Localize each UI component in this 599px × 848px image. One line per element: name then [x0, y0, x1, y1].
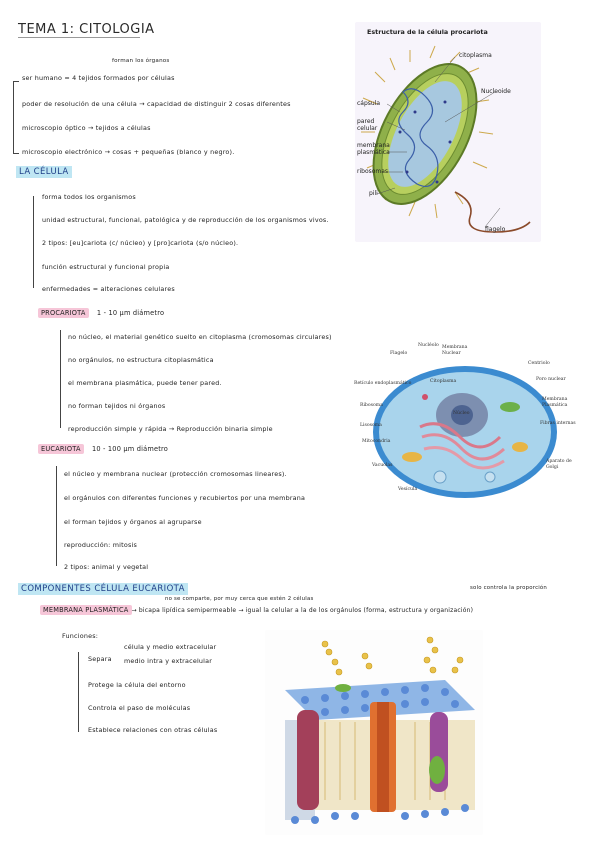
la-celula-bracket	[33, 196, 34, 288]
intro-line-3: microscopio óptico → tejidos a células	[22, 124, 151, 132]
eucariota-bracket	[56, 466, 57, 566]
label-membrana: membrana plasmática	[357, 142, 390, 156]
page-title: TEMA 1: CITOLOGIA	[18, 22, 155, 37]
label-fibras: Fibras internas	[540, 421, 576, 426]
label-centriolo: Centriolo	[528, 361, 550, 366]
eucariota-line-4: reproducción: mitosis	[64, 541, 137, 549]
procariota-line-3: el membrana plasmática, puede tener pare…	[68, 379, 222, 387]
funcion-2: Controla el paso de moléculas	[88, 704, 191, 712]
label-vesicula: Vesícula	[398, 487, 418, 492]
eucariota-line-2: el orgánulos con diferentes funciones y …	[64, 494, 306, 502]
procariota-line-4: no forman tejidos ni órganos	[68, 402, 166, 410]
funcion-1: Protege la célula del entorno	[88, 681, 186, 689]
celula-line-5: enfermedades = alteraciones celulares	[42, 285, 175, 293]
intro-note: forman los órganos	[112, 58, 170, 64]
membrana-note-right: solo controla la proporción	[470, 585, 548, 591]
celula-line-2: unidad estructural, funcional, patológic…	[42, 216, 329, 224]
label-capsula: cápsula	[357, 100, 381, 107]
membrana-note-top: no se comparte, por muy cerca que estén …	[165, 596, 314, 602]
procariota-figure-title: Estructura de la célula procariota	[367, 28, 488, 36]
separa-label: Separa	[88, 655, 112, 663]
label-nucleo: Núcleo	[453, 411, 470, 416]
label-nucleoide: Nucleoide	[481, 88, 511, 95]
celula-line-3: 2 tipos: [eu]cariota (c/ núcleo) y [pro]…	[42, 239, 239, 247]
label-ribosoma: Ribosoma	[360, 403, 383, 408]
label-pili: pili	[369, 190, 378, 197]
celula-line-4: función estructural y funcional propia	[42, 263, 170, 271]
eucariota-figure: Nucléolo Membrana Nuclear Flagelo Centri…	[350, 337, 580, 507]
label-membrana-plasmatica: Membrana Plasmática	[542, 397, 568, 408]
label-ribosomas: ribosomas	[357, 168, 389, 175]
procariota-line-1: no núcleo, el material genético suelto e…	[68, 333, 332, 341]
eucariota-line-5: 2 tipos: animal y vegetal	[64, 563, 149, 571]
separa-a: célula y medio extracelular	[124, 643, 217, 651]
procariota-heading: PROCARIOTA 1 - 10 μm diámetro	[38, 308, 164, 318]
eucariota-heading: EUCARIOTA 10 - 100 μm diámetro	[38, 444, 168, 454]
membrana-line: MEMBRANA PLASMÁTICA→ bicapa lipídica sem…	[40, 605, 473, 615]
animal-cell-illustration	[373, 366, 557, 498]
membrane-figure	[265, 630, 483, 835]
intro-bracket	[13, 81, 14, 153]
label-pared: pared celular	[357, 118, 378, 132]
funciones-bracket	[78, 652, 79, 732]
label-nucleolo: Nucléolo	[418, 343, 439, 348]
label-citoplasma-euc: Citoplasma	[430, 379, 457, 384]
componentes-heading: COMPONENTES CÉLULA EUCARIOTA	[18, 583, 188, 595]
label-mitocondria: Mitocondria	[362, 439, 391, 444]
label-golgi: Aparato de Golgi	[546, 459, 572, 470]
label-lisosoma: Lisosoma	[360, 423, 382, 428]
celula-line-1: forma todos los organismos	[42, 193, 136, 201]
label-poro-nuclear: Poro nuclear	[536, 377, 566, 382]
funcion-3: Establece relaciones con otras células	[88, 726, 218, 734]
label-vacuolas: Vacuolas	[372, 463, 393, 468]
title-underline	[18, 37, 140, 38]
la-celula-heading: LA CÉLULA	[16, 166, 72, 178]
separa-b: medio intra y extracelular	[124, 657, 213, 665]
label-reticulo: Retículo endoplasmático	[354, 381, 412, 386]
eucariota-line-3: el forman tejidos y órganos al agruparse	[64, 518, 202, 526]
procariota-line-2: no orgánulos, no estructura citoplasmáti…	[68, 356, 214, 364]
procariota-line-5: reproducción simple y rápida → Reproducc…	[68, 425, 273, 433]
label-flagelo: flagelo	[485, 226, 506, 233]
bacterium-illustration	[361, 45, 531, 233]
procariota-bracket	[60, 330, 61, 428]
funciones-title: Funciones:	[62, 632, 99, 640]
intro-line-1: ser humano = 4 tejidos formados por célu…	[22, 74, 175, 82]
label-membrana-nuclear: Membrana Nuclear	[442, 345, 468, 356]
lipid-bilayer-illustration	[285, 636, 475, 824]
intro-line-4: microscopio electrónico → cosas + pequeñ…	[22, 148, 235, 156]
eucariota-line-1: el núcleo y membrana nuclear (protección…	[64, 470, 287, 478]
intro-line-2: poder de resolución de una célula → capa…	[22, 100, 291, 108]
procariota-figure: Estructura de la célula procariota citop…	[355, 22, 541, 242]
label-flagelo-euc: Flagelo	[390, 351, 408, 356]
label-citoplasma: citoplasma	[459, 52, 492, 59]
